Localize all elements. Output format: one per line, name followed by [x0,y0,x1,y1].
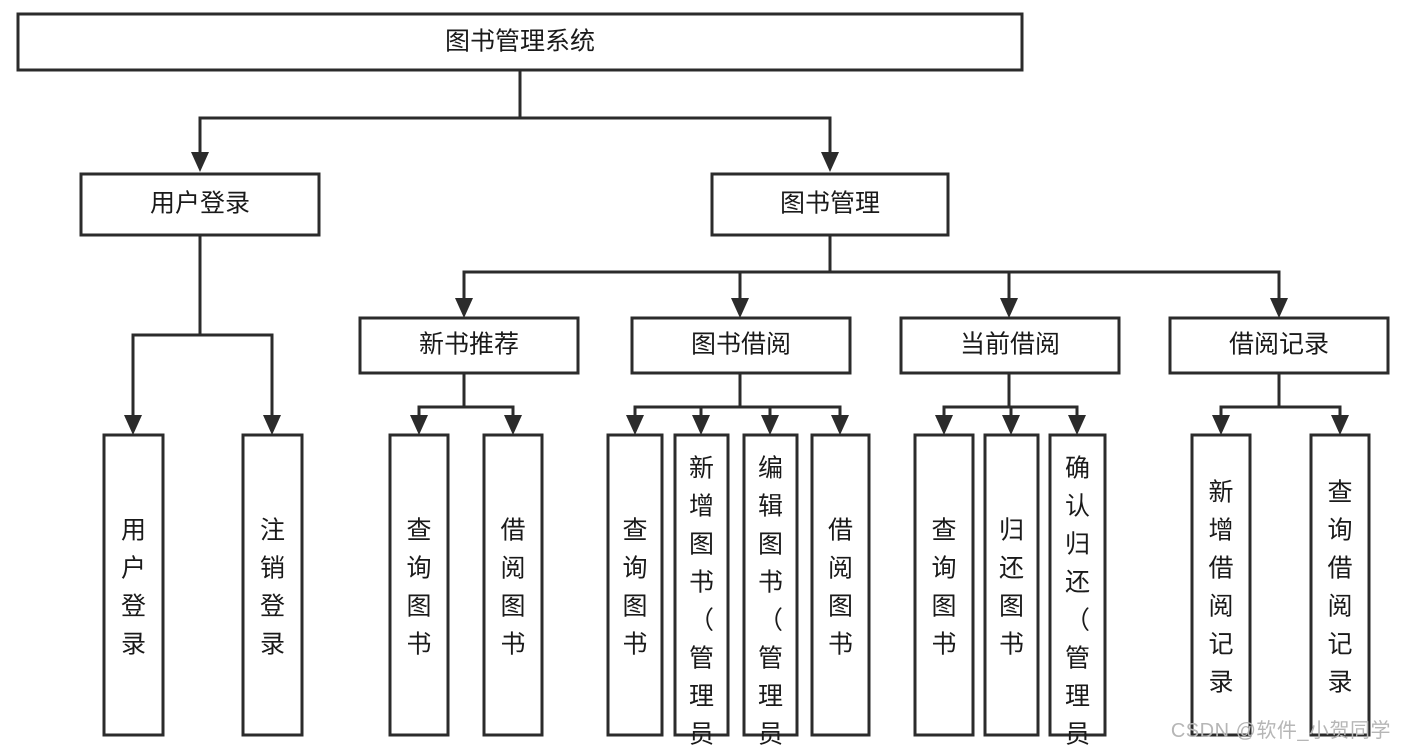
leaf-query-record[interactable]: 查询借阅记录 [1309,433,1371,737]
node-book-management[interactable]: 图书管理 [710,172,950,237]
node-book-borrow-box[interactable] [630,316,852,375]
arrow-to-book-management [821,152,839,172]
leaf-add-record-label: 新增借阅记录 [1208,479,1233,697]
leaf-edit-book-box[interactable] [742,433,799,737]
leaf-edit-book[interactable]: 编辑图书（管理员） [742,433,799,747]
leaf-confirm-return-box[interactable] [1048,433,1107,737]
leaf-borrow-book-2-label: 借阅图书 [828,517,853,659]
node-borrow-record-label: 借阅记录 [1229,331,1329,359]
node-user-login-label: 用户登录 [150,190,250,218]
node-root-label: 图书管理系统 [445,28,595,56]
node-current-borrow-box[interactable] [899,316,1121,375]
leaf-logout-label: 注销登录 [260,517,285,659]
node-root[interactable]: 图书管理系统 [16,12,1024,72]
node-current-borrow-label: 当前借阅 [960,331,1060,359]
leaf-query-record-box[interactable] [1309,433,1371,737]
leaf-add-record-box[interactable] [1190,433,1252,737]
arrow-to-book-borrow [731,298,749,318]
arrow-to-current-borrow [1000,298,1018,318]
leaf-user-login-label: 用户登录 [121,517,146,659]
leaf-add-book-label: 新增图书（管理员） [689,455,714,747]
node-book-management-label: 图书管理 [780,190,880,218]
arrow-leaf-query-book-1 [410,415,428,435]
leaf-add-book-box[interactable] [673,433,730,737]
arrow-to-user-login [191,152,209,172]
node-borrow-record[interactable]: 借阅记录 [1168,316,1390,375]
node-book-management-box[interactable] [710,172,950,237]
leaf-query-book-1-box[interactable] [388,433,450,737]
arrow-leaf-query-book-3 [935,415,953,435]
leaf-confirm-return[interactable]: 确认归还（管理员） [1048,433,1107,747]
arrow-leaf-add-record [1212,415,1230,435]
node-new-book-recommend-label: 新书推荐 [419,331,519,359]
node-borrow-record-box[interactable] [1168,316,1390,375]
leaf-confirm-return-label: 确认归还（管理员） [1065,455,1090,747]
arrow-to-new-book-recommend [455,298,473,318]
leaf-query-book-3[interactable]: 查询图书 [913,433,975,737]
leaf-return-book[interactable]: 归还图书 [983,433,1040,737]
leaf-query-book-1-label: 查询图书 [406,517,431,659]
leaf-query-book-3-label: 查询图书 [931,517,956,659]
arrow-leaf-borrow-book-2 [831,415,849,435]
leaf-borrow-book-1[interactable]: 借阅图书 [482,433,544,737]
leaf-logout[interactable]: 注销登录 [241,433,304,737]
leaf-edit-book-label: 编辑图书（管理员） [758,455,783,747]
arrow-leaf-query-record [1331,415,1349,435]
leaf-add-record[interactable]: 新增借阅记录 [1190,433,1252,737]
arrow-leaf-edit-book [761,415,779,435]
node-book-borrow[interactable]: 图书借阅 [630,316,852,375]
leaf-query-record-label: 查询借阅记录 [1327,479,1352,697]
arrow-leaf-user-login [124,415,142,435]
leaf-user-login[interactable]: 用户登录 [102,433,165,737]
leaf-query-book-1[interactable]: 查询图书 [388,433,450,737]
arrow-leaf-return-book [1002,415,1020,435]
arrow-leaf-query-book-2 [626,415,644,435]
leaf-add-book[interactable]: 新增图书（管理员） [673,433,730,747]
node-user-login[interactable]: 用户登录 [79,172,321,237]
leaf-borrow-book-2-box[interactable] [810,433,871,737]
leaf-borrow-book-1-label: 借阅图书 [500,517,525,659]
leaf-query-book-2[interactable]: 查询图书 [606,433,664,737]
leaf-return-book-box[interactable] [983,433,1040,737]
node-user-login-box[interactable] [79,172,321,237]
leaf-borrow-book-2[interactable]: 借阅图书 [810,433,871,737]
node-root-box[interactable] [16,12,1024,72]
node-current-borrow[interactable]: 当前借阅 [899,316,1121,375]
leaf-return-book-label: 归还图书 [999,517,1024,659]
leaf-query-book-2-label: 查询图书 [622,517,647,659]
arrow-to-borrow-record [1270,298,1288,318]
leaf-query-book-3-box[interactable] [913,433,975,737]
leaf-user-login-box[interactable] [102,433,165,737]
arrow-leaf-logout [263,415,281,435]
leaf-query-book-2-box[interactable] [606,433,664,737]
arrow-leaf-add-book [692,415,710,435]
node-new-book-recommend[interactable]: 新书推荐 [358,316,580,375]
connector-layer [124,68,1349,435]
leaf-borrow-book-1-box[interactable] [482,433,544,737]
node-book-borrow-label: 图书借阅 [691,331,791,359]
arrow-leaf-borrow-book-1 [504,415,522,435]
node-new-book-recommend-box[interactable] [358,316,580,375]
arrow-leaf-confirm-return [1068,415,1086,435]
leaf-logout-box[interactable] [241,433,304,737]
